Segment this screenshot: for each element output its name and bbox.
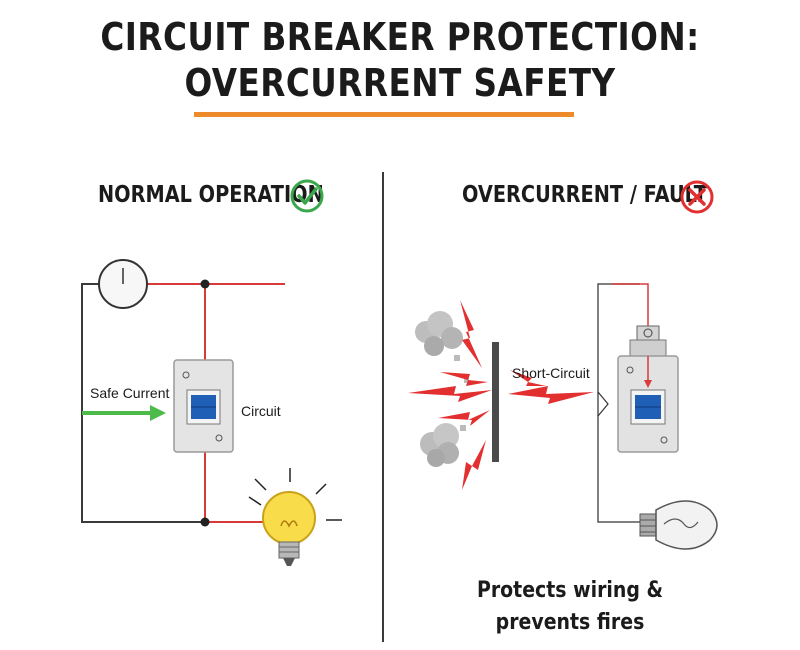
panel-divider (382, 172, 384, 642)
unlit-bulb-icon (639, 500, 718, 550)
fault-barrier (492, 342, 499, 462)
left-circuit-wires (81, 279, 285, 527)
left-breaker-icon (173, 359, 234, 453)
safe-current-label: Safe Current (90, 385, 170, 401)
footer-line2: prevents fires (495, 610, 645, 635)
safe-current-arrow (82, 405, 166, 421)
lit-bulb-icon (248, 468, 342, 566)
title-underline (194, 112, 574, 117)
x-circle-icon (680, 180, 714, 214)
tripped-breaker-icon (617, 325, 679, 453)
page-title-line1: CIRCUIT BREAKER PROTECTION: (100, 15, 700, 59)
short-circuit-label: Short-Circuit (512, 365, 590, 381)
right-circuit-wires (597, 283, 649, 523)
check-circle-icon (290, 179, 324, 213)
footer-line1: Protects wiring & (476, 578, 664, 603)
fault-heading: OVERCURRENT / FAULT (462, 182, 707, 208)
meter-icon (98, 259, 148, 309)
page-title-line2: OVERCURRENT SAFETY (184, 61, 616, 105)
spark-icons (408, 300, 594, 490)
circuit-label: Circuit (241, 403, 281, 419)
smoke-icon (415, 311, 469, 467)
normal-operation-heading: NORMAL OPERATION (98, 182, 324, 208)
